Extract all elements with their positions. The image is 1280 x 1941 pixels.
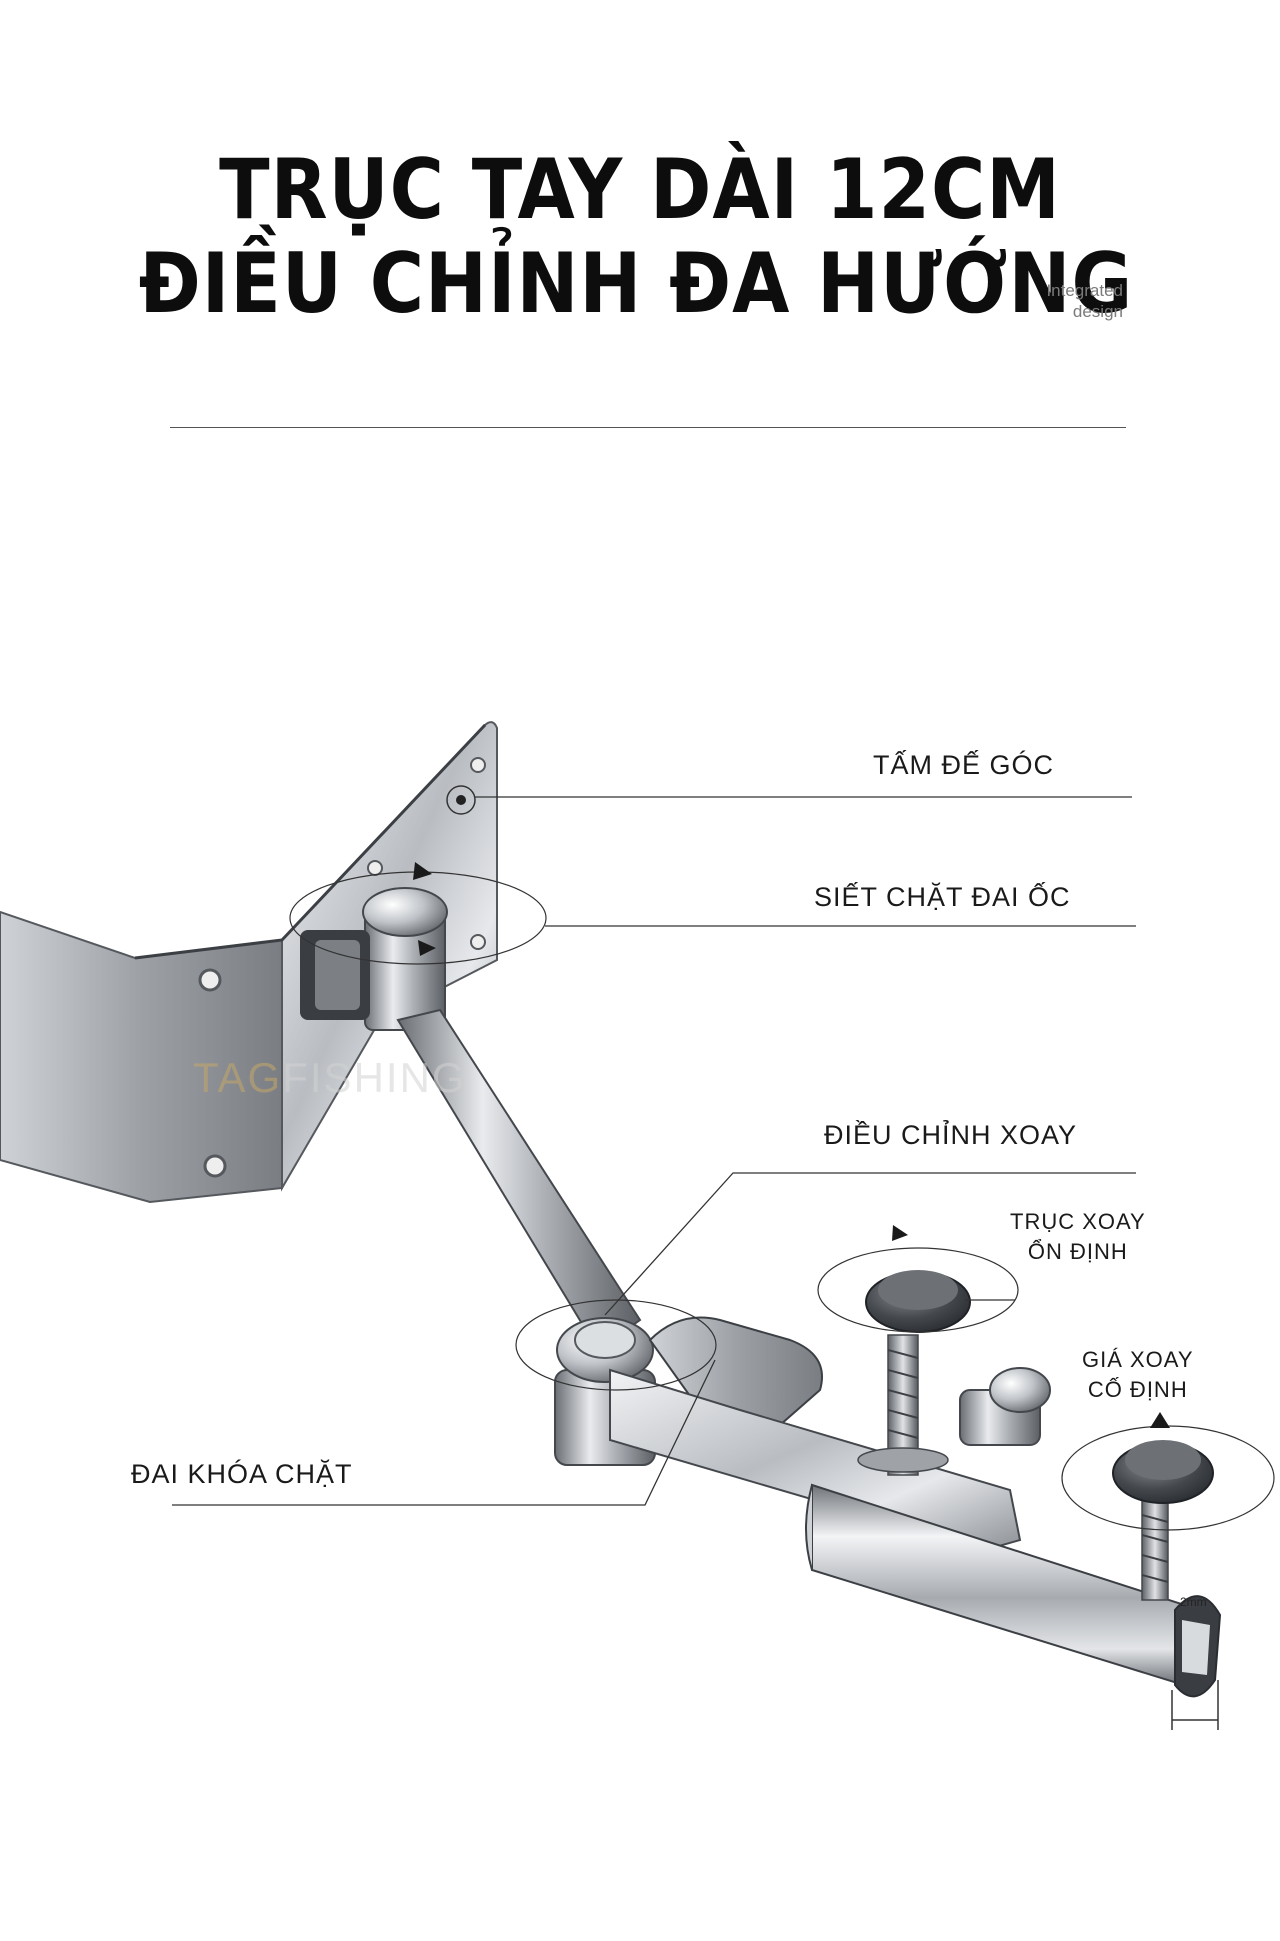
dimension-label: 2mm [1180,1595,1207,1609]
callout-stable-axis-line-2: ỔN ĐỊNH [1027,1239,1128,1264]
callout-fixed-mount: GIÁ XOAY CỐ ĐỊNH [1082,1345,1194,1405]
arrow-icon [413,862,432,880]
watermark-tail: FISHING [282,1054,467,1101]
stable-axis-screw [857,1270,971,1476]
callout-stable-axis: TRỤC XOAY ỔN ĐỊNH [1010,1207,1146,1267]
side-knob [959,1367,1051,1446]
title-line-1: TRỤC TAY DÀI 12CM [219,142,1061,239]
base-plate-marker [446,785,476,815]
rotation-arrows [413,862,1170,1428]
dimension-marker: 2mm [1171,1595,1219,1730]
callout-base-plate: TẤM ĐẾ GÓC [873,750,1055,780]
mount-hole [198,968,222,992]
mount-hole [203,1154,227,1178]
arrow-icon [892,1225,908,1241]
tagline-line-2: design [1072,302,1123,321]
callout-rings [289,785,1275,1531]
callout-tighten-nut: SIẾT CHẶT ĐAI ỐC [814,882,1071,912]
callout-fixed-mount-line-2: CỐ ĐỊNH [1087,1377,1188,1402]
header-divider [170,427,1126,428]
callout-locking-clamp: ĐAI KHÓA CHẶT [131,1459,353,1489]
extension-arm [396,1008,642,1352]
product-illustration: 2mm [0,721,1275,1730]
callout-fixed-mount-line-1: GIÁ XOAY [1082,1347,1194,1372]
mount-hole [470,757,486,773]
horizontal-bracket [609,1368,1022,1552]
mount-hole [470,934,486,950]
arrow-icon [1150,1412,1170,1428]
mount-hole [367,860,383,876]
title-line-2: ĐIỀU CHỈNH ĐA HƯỚNG [138,236,1134,333]
rail-tube [805,1483,1222,1698]
callout-leaders [172,796,1136,1506]
fixed-mount-screw [1112,1440,1214,1601]
tagline-line-1: Integrated [1046,281,1123,300]
watermark-head: TAG [193,1054,283,1101]
callout-adjust-rotation: ĐIỀU CHỈNH XOAY [824,1120,1078,1150]
brand-watermark: TAGFISHING [193,1054,467,1102]
arrow-icon [418,940,436,956]
tighten-nut-assembly [300,887,448,1031]
callout-stable-axis-line-1: TRỤC XOAY [1010,1209,1146,1234]
tagline: Integrated design [1046,280,1123,322]
